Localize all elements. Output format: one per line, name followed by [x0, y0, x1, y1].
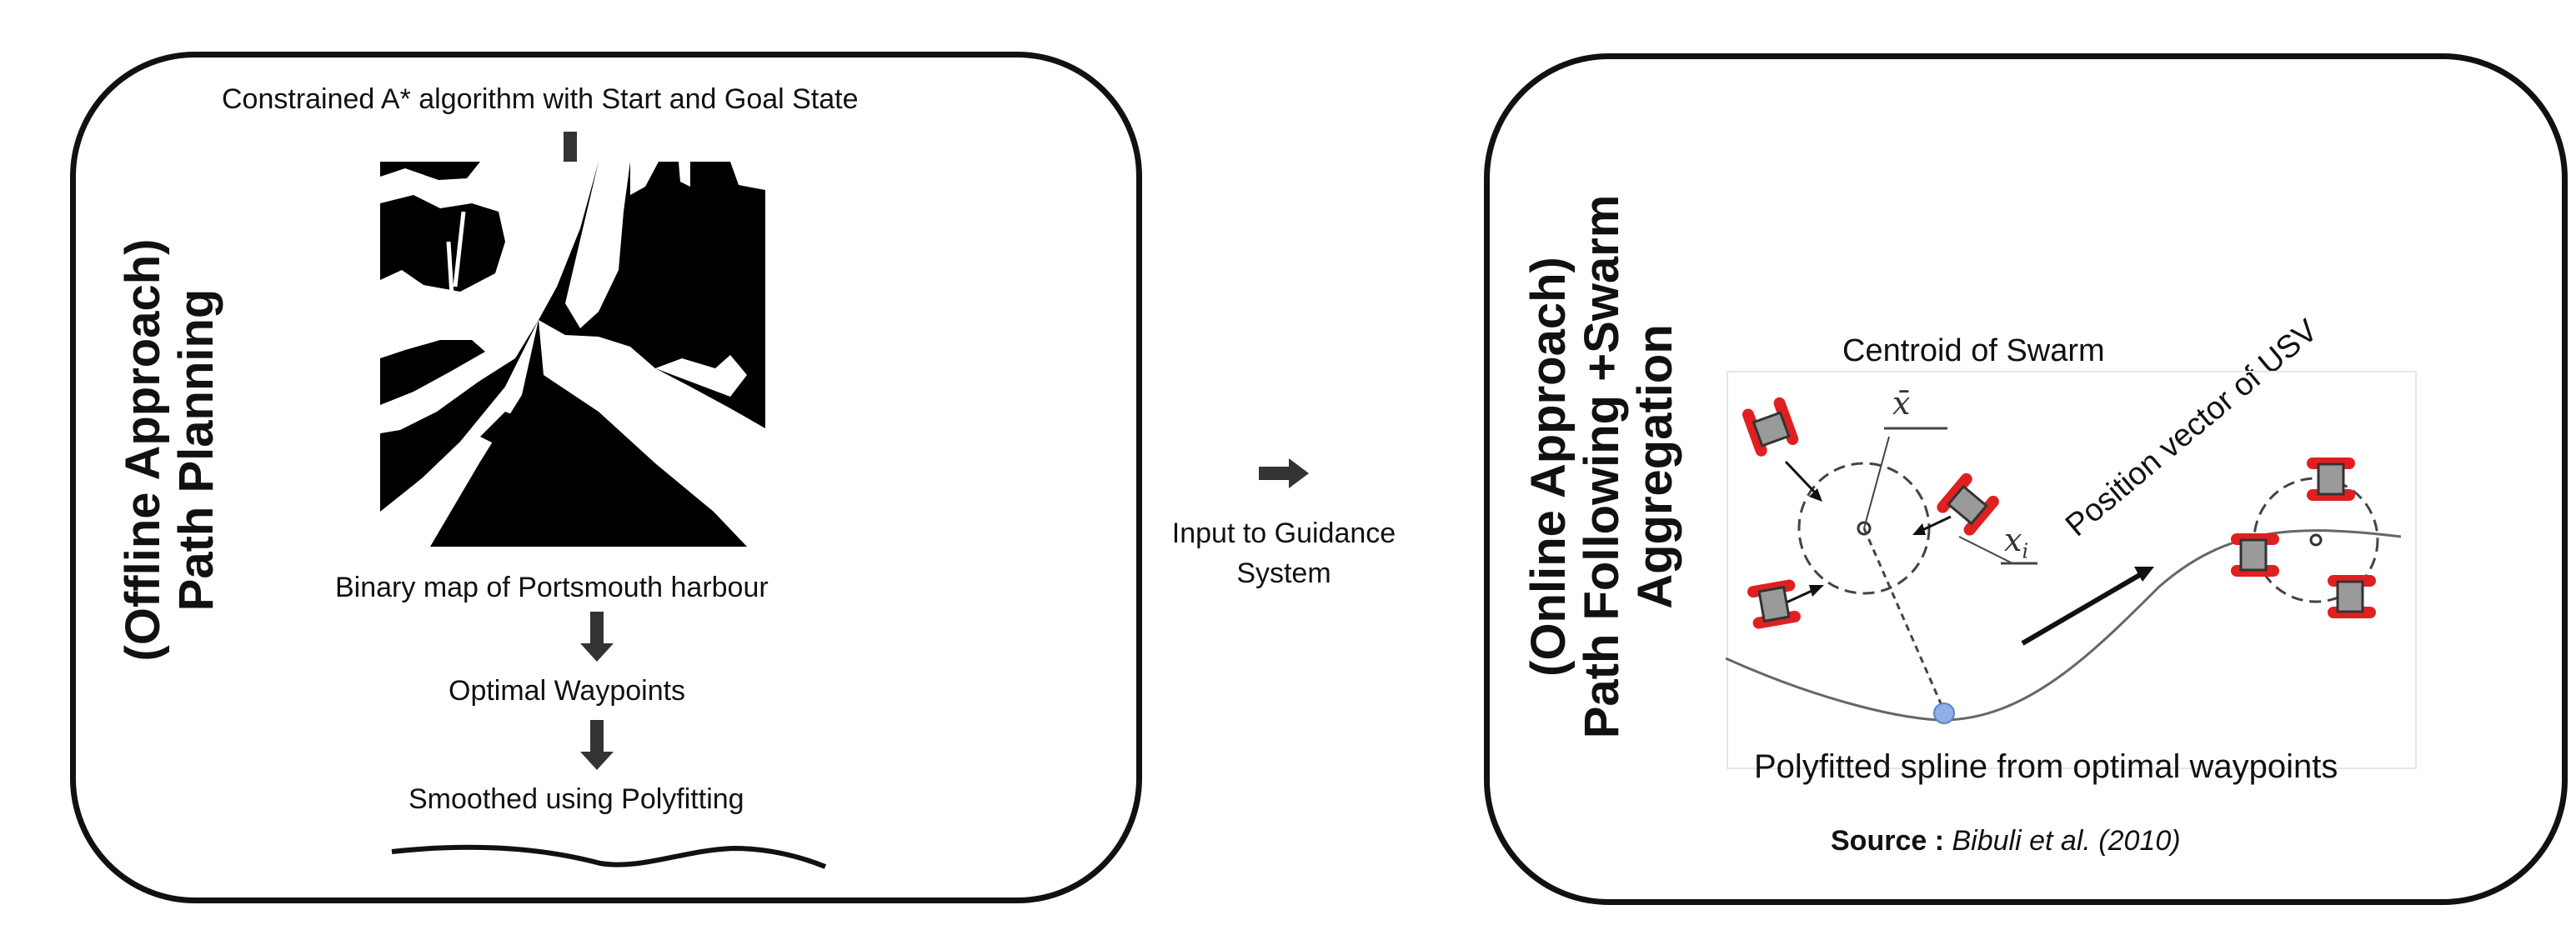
offline-title: (Offline Approach) Path Planning — [116, 150, 223, 750]
usv-icon — [1937, 472, 1999, 536]
source-citation: Source : Bibuli et al. (2010) — [1831, 825, 2181, 858]
source-author: Bibuli — [1952, 825, 2022, 857]
centroid-symbol: x̄ — [1892, 385, 1911, 422]
smoothed-curve — [391, 844, 827, 869]
smoothed-label: Smoothed using Polyfitting — [408, 783, 744, 815]
source-label: Source : — [1831, 825, 1945, 857]
map-caption: Binary map of Portsmouth harbour — [335, 572, 769, 603]
online-title: (Online Approach) Path Following +Swarm … — [1521, 133, 1682, 800]
guidance-line2: System — [1236, 558, 1331, 589]
online-title-line3: Aggregation — [1628, 324, 1682, 609]
swarm-figure — [1726, 371, 2417, 769]
arrow-down-icon — [580, 612, 614, 663]
online-title-line2: Path Following +Swarm — [1575, 194, 1629, 739]
offline-title-line2: Path Planning — [169, 288, 223, 612]
position-symbol-x: x — [2004, 522, 2022, 558]
source-rest: et al. (2010) — [2021, 825, 2181, 857]
usv-icon — [2328, 575, 2376, 618]
binary-map — [380, 162, 765, 547]
optimal-waypoints-label: Optimal Waypoints — [449, 675, 686, 707]
guidance-text: Input to Guidance System — [1150, 513, 1417, 593]
position-symbol: xi — [2004, 522, 2028, 563]
usv-icon — [2231, 533, 2279, 577]
right-arrow-icon — [1259, 458, 1309, 488]
online-title-line1: (Online Approach) — [1521, 257, 1576, 677]
usv-icon — [2307, 458, 2355, 501]
usv-icon — [1747, 579, 1801, 629]
online-panel — [1484, 53, 2568, 905]
spline-caption: Polyfitted spline from optimal waypoints — [1754, 748, 2338, 785]
centroid-label: Centroid of Swarm — [1842, 333, 2105, 368]
usv-icon — [1742, 397, 1799, 457]
astar-caption: Constrained A* algorithm with Start and … — [222, 83, 859, 115]
arrow-down-icon — [580, 720, 614, 772]
offline-title-line1: (Offline Approach) — [116, 238, 170, 662]
guidance-line1: Input to Guidance — [1171, 518, 1396, 549]
position-symbol-sub: i — [2022, 539, 2029, 563]
